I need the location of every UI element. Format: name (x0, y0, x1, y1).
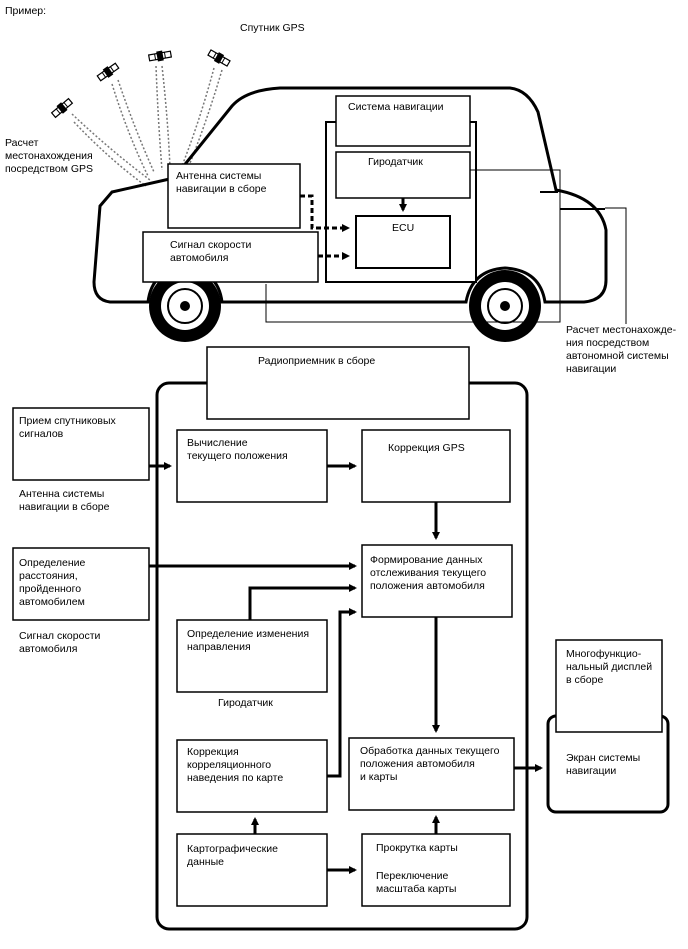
autonomous-calc-label: Расчет местонахожде- ния посредством авт… (566, 324, 677, 375)
gps-correction-label: Коррекция GPS (388, 442, 465, 454)
gyro-caption: Гиродатчик (218, 697, 273, 709)
tracking-label: Формирование данных отслеживания текущег… (370, 554, 487, 592)
antenna-label: Антенна системы навигации в сборе (176, 170, 267, 195)
input-boxes (12, 407, 150, 621)
display-unit-label: Многофункцио- нальный дисплей в сборе (566, 648, 653, 686)
flow-blocks (176, 429, 515, 907)
map-data-label: Картографические данные (187, 843, 278, 868)
gps-position-label: Расчет местонахождения посредством GPS (5, 137, 94, 175)
leader-lines (265, 169, 627, 324)
direction-label: Определение изменения направления (187, 628, 310, 653)
satellite-signals-label: Прием спутниковых сигналов (19, 415, 116, 440)
satellite-icon (50, 49, 231, 119)
radio-receiver-label: Радиоприемник в сборе (258, 355, 376, 367)
example-label: Пример: (5, 5, 47, 17)
gps-signal-beams (71, 65, 223, 187)
gyro-label: Гиродатчик (368, 156, 423, 168)
nav-system-housing (325, 95, 477, 283)
distance-label: Определение расстояния, пройденного авто… (19, 557, 86, 608)
scale-switch-label: Переключение масштаба карты (376, 870, 457, 895)
satellite-label: Спутник GPS (240, 22, 305, 34)
ecu-label: ECU (392, 222, 415, 234)
processing-label: Обработка данных текущего положения авто… (360, 745, 500, 783)
car-arrows (300, 194, 407, 260)
antenna-caption: Антенна системы навигации в сборе (19, 488, 110, 513)
car-inner-boxes (142, 163, 319, 283)
car-wheel (469, 270, 541, 342)
nav-screen-label: Экран системы навигации (566, 752, 641, 777)
scroll-map-label: Прокрутка карты (376, 842, 458, 854)
speed-signal-label: Сигнал скорости автомобиля (170, 239, 252, 264)
speed-caption: Сигнал скорости автомобиля (19, 630, 101, 655)
map-matching-label: Коррекция корреляционного наведения по к… (187, 746, 284, 784)
current-position-label: Вычисление текущего положения (187, 437, 288, 462)
car-wheel (149, 270, 221, 342)
nav-system-label: Система навигации (348, 101, 444, 113)
flow-arrows (149, 462, 543, 874)
